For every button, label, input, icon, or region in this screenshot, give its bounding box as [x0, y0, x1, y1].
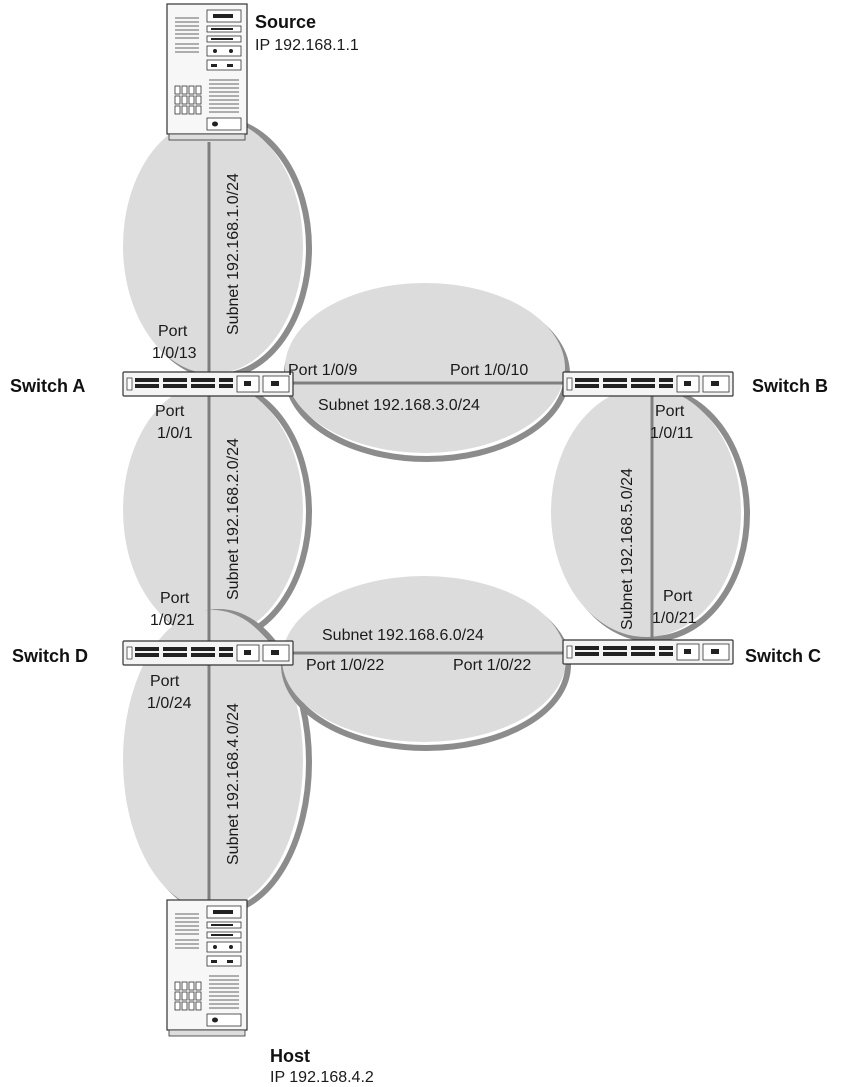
- port-d-21-line2: 1/0/21: [150, 612, 195, 629]
- subnet-2-label: Subnet 192.168.2.0/24: [225, 438, 242, 600]
- port-a-9-label: Port 1/0/9: [288, 362, 357, 379]
- port-a-13-line2: 1/0/13: [152, 345, 197, 362]
- port-d-24-line1: Port: [150, 673, 180, 690]
- switch-d-icon: [123, 641, 293, 665]
- subnet-1-ellipse: [123, 118, 303, 374]
- switch-b-icon: [563, 372, 733, 396]
- port-c-22-label: Port 1/0/22: [453, 657, 531, 674]
- source-server-icon: [167, 4, 247, 140]
- subnet-2-ellipse: [123, 382, 303, 638]
- host-ip: IP 192.168.4.2: [270, 1069, 374, 1086]
- port-d-22-label: Port 1/0/22: [306, 657, 384, 674]
- port-d-21-line1: Port: [160, 590, 190, 607]
- source-name: Source: [255, 12, 316, 32]
- switch-a-label: Switch A: [10, 376, 85, 396]
- port-b-11-line2: 1/0/11: [650, 425, 693, 442]
- subnet-1-label: Subnet 192.168.1.0/24: [225, 173, 242, 335]
- host-server-icon: [167, 900, 247, 1036]
- port-c-21-line2: 1/0/21: [652, 610, 697, 627]
- switch-b-label: Switch B: [752, 376, 828, 396]
- subnet-5-ellipse: [551, 387, 741, 637]
- switch-d-label: Switch D: [12, 646, 88, 666]
- switch-c-icon: [563, 640, 733, 664]
- port-d-24-line2: 1/0/24: [147, 695, 192, 712]
- host-name: Host: [270, 1046, 310, 1066]
- port-a-13-line1: Port: [158, 323, 188, 340]
- source-ip: IP 192.168.1.1: [255, 37, 359, 54]
- switch-c-label: Switch C: [745, 646, 821, 666]
- subnet-5-label: Subnet 192.168.5.0/24: [619, 468, 636, 630]
- port-a-1-line2: 1/0/1: [157, 425, 193, 442]
- subnet-3-label: Subnet 192.168.3.0/24: [318, 397, 480, 414]
- port-b-10-label: Port 1/0/10: [450, 362, 528, 379]
- subnet-4-label: Subnet 192.168.4.0/24: [225, 703, 242, 865]
- port-b-11-line1: Port: [655, 403, 685, 420]
- port-c-21-line1: Port: [663, 588, 693, 605]
- switch-a-icon: [123, 372, 293, 396]
- port-a-1-line1: Port: [155, 403, 185, 420]
- subnet-6-label: Subnet 192.168.6.0/24: [322, 627, 484, 644]
